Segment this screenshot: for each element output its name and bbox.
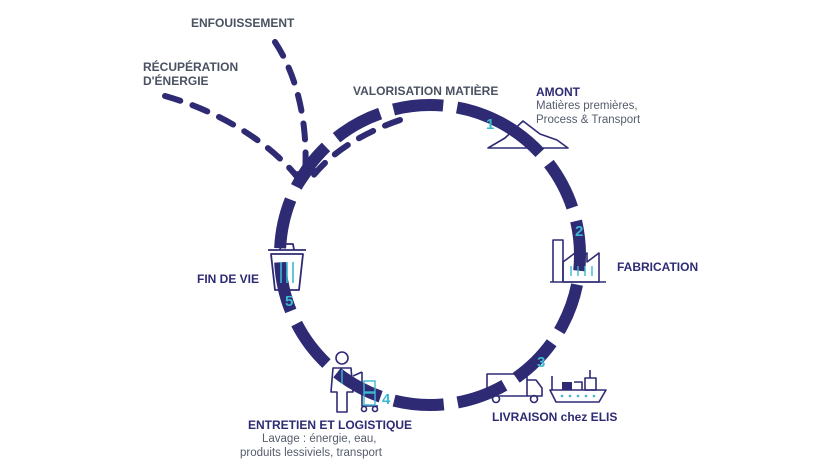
end-of-life-arrows [162,39,403,183]
mountain-icon [487,120,569,149]
stage-3-number: 3 [537,354,546,371]
trolley-boxes-icon [341,370,376,406]
ship-portholes-icon [560,394,596,398]
arrowhead-icon [293,168,316,190]
stage-1-title: AMONT [536,85,580,99]
stage-3-title: LIVRAISON chez ELIS [492,410,618,424]
stage-1-number: 1 [486,116,495,133]
stage-5-title: FIN DE VIE [197,272,260,286]
factory-windows-icon [570,266,593,276]
valorisation-label: VALORISATION MATIÈRE [353,84,499,98]
factory-icon [550,239,606,283]
stage-4-desc-line2: produits lessiviels, transport [240,447,382,459]
stage-5-number: 5 [285,293,294,310]
enfouissement-arrow [272,39,309,178]
trash-bin-lines-icon [280,262,294,283]
stage-1-desc-line1: Matières premières, [536,100,638,112]
recuperation-arrow [162,93,301,181]
valorisation-arrow [307,117,403,183]
stage-1-desc-line2: Process & Transport [536,114,641,126]
ship-icon [549,370,607,403]
trash-bin-icon [268,243,306,291]
stage-2-number: 2 [575,223,584,240]
recuperation-label-line1: RÉCUPÉRATION [143,60,239,74]
stage-4-desc-line1: Lavage : énergie, eau, [262,433,377,445]
ship-cargo-icon [562,382,572,390]
stage-4-number: 4 [382,391,391,408]
enfouissement-label: ENFOUISSEMENT [191,16,295,30]
lifecycle-ring [274,98,586,411]
stage-4-title: ENTRETIEN ET LOGISTIQUE [248,418,413,432]
recuperation-label-line2: D'ÉNERGIE [143,74,209,88]
truck-icon [486,373,543,404]
stage-2-title: FABRICATION [617,260,699,274]
worker-with-trolley-icon [330,351,379,413]
